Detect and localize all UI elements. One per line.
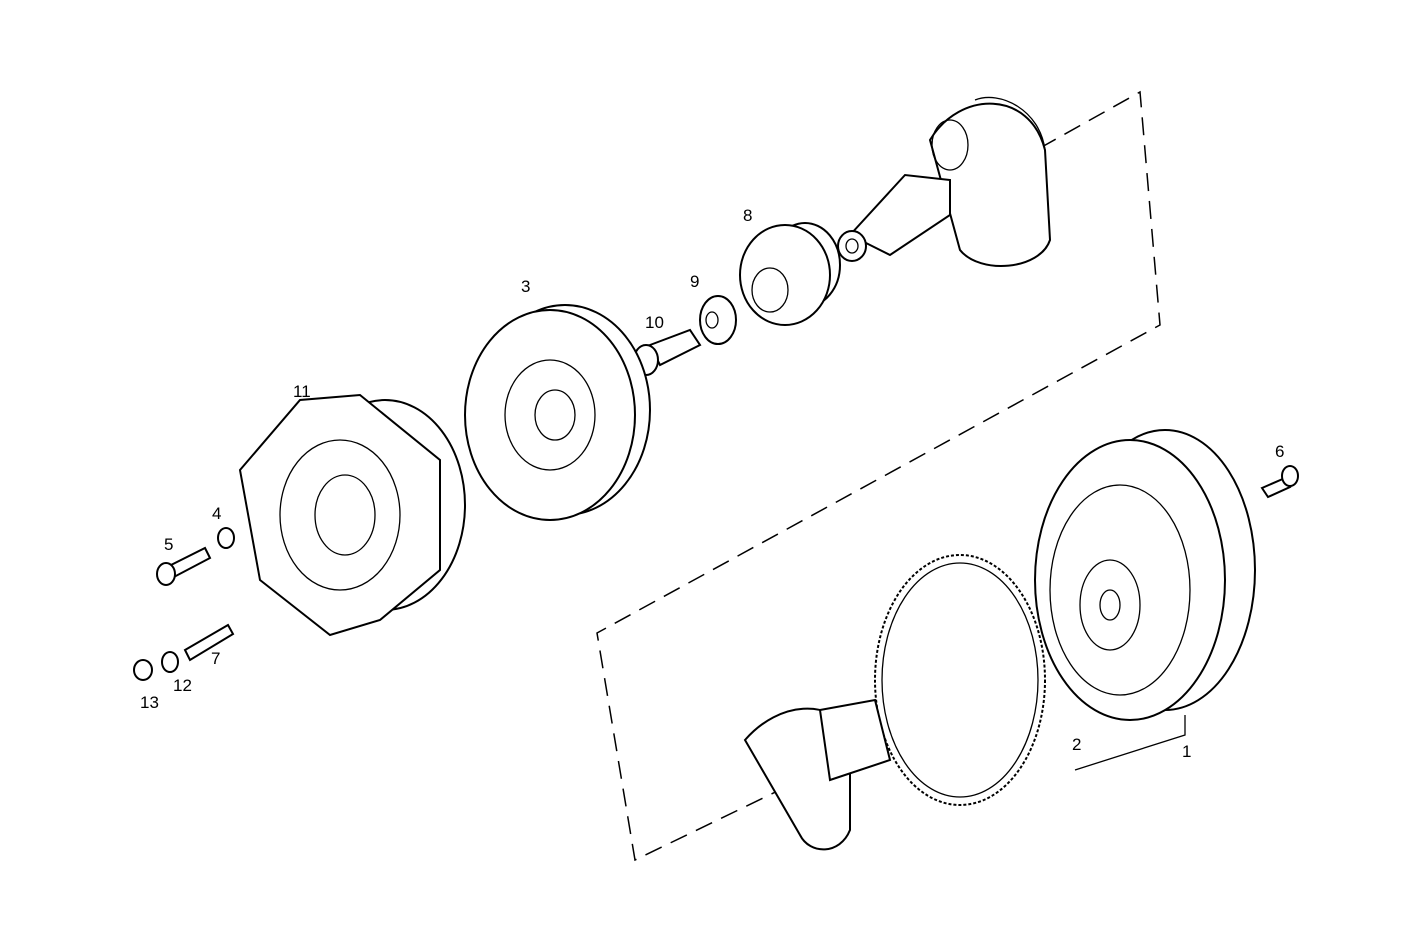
callout-12: 12 [173,676,192,695]
callout-5: 5 [164,535,174,554]
bolt-part-6 [1260,465,1299,499]
ring-gear-part-2 [874,554,1046,806]
flywheel-part-1 [1034,429,1256,721]
callout-1: 1 [1182,742,1192,761]
callout-13: 13 [140,693,159,712]
hub-part-8 [739,222,841,326]
callout-2: 2 [1072,735,1082,754]
bolt-part-10 [633,328,702,376]
small-fasteners [133,527,235,681]
washer-part-9 [699,295,737,345]
callout-9: 9 [690,272,700,291]
callout-3: 3 [521,277,531,296]
pulley-part-3 [464,304,651,521]
callout-4: 4 [212,504,222,523]
callout-10: 10 [645,313,664,332]
callout-6: 6 [1275,442,1285,461]
leader-line-1-2 [1074,715,1186,771]
callout-8: 8 [743,206,753,225]
callout-11: 11 [293,382,311,401]
crankshaft-front-end [837,96,1052,267]
assembly-dashed-lines [596,90,1161,862]
damper-part-11 [238,393,466,637]
crankshaft-rear-end [743,698,892,851]
callout-7: 7 [211,649,221,668]
